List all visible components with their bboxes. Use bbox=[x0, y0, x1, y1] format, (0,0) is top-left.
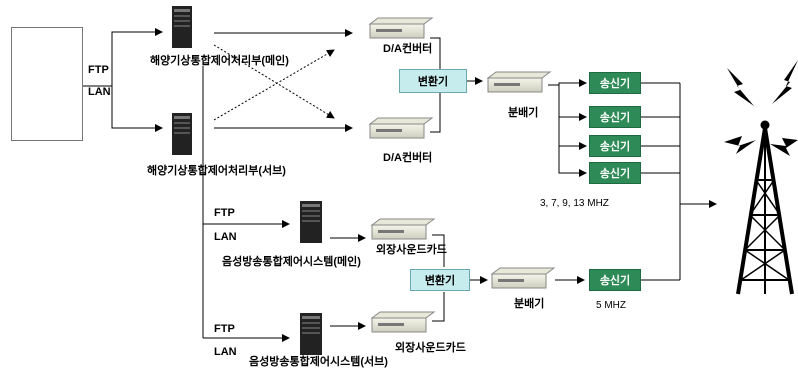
sound-card-label-top: 외장사운드카드 bbox=[376, 244, 447, 256]
voice-main-label: 음성방송통합제어시스템(메인) bbox=[222, 256, 361, 268]
rack-device-icon bbox=[368, 17, 434, 39]
frequency-single-label: 5 MHZ bbox=[596, 300, 626, 311]
da-converter-label-bottom: D/A컨버터 bbox=[383, 152, 433, 164]
lightning-bolt-icon bbox=[724, 60, 798, 156]
control-sub-label: 해양기상통합제어처리부(서브) bbox=[147, 165, 286, 177]
transmitter-box-1: 송신기 bbox=[589, 72, 641, 94]
transmitter-box-2: 송신기 bbox=[589, 106, 641, 128]
switcher-box-bottom: 변환기 bbox=[410, 269, 470, 291]
rack-device-icon bbox=[370, 218, 436, 240]
source-system-box bbox=[11, 27, 83, 141]
da-converter-label-top: D/A컨버터 bbox=[383, 43, 433, 55]
sound-card-label-bottom: 외장사운드카드 bbox=[395, 342, 466, 354]
server-icon bbox=[172, 113, 192, 155]
transmitter-box-5: 송신기 bbox=[589, 269, 641, 291]
transmitter-box-4: 송신기 bbox=[589, 162, 641, 184]
ftp-label: FTP bbox=[88, 64, 109, 76]
lan-label-voice-main: LAN bbox=[214, 231, 237, 243]
rack-device-icon bbox=[486, 71, 552, 93]
radio-tower-icon bbox=[736, 120, 794, 295]
rack-device-icon bbox=[490, 267, 556, 289]
transmitter-box-3: 송신기 bbox=[589, 135, 641, 157]
server-icon bbox=[300, 201, 322, 243]
lan-label: LAN bbox=[88, 86, 111, 98]
switcher-box-top: 변환기 bbox=[399, 69, 467, 93]
voice-sub-label: 음성방송통합제어시스템(서브) bbox=[249, 356, 388, 368]
rack-device-icon bbox=[370, 311, 436, 333]
frequency-multi-label: 3, 7, 9, 13 MHZ bbox=[540, 198, 609, 209]
rack-device-icon bbox=[368, 117, 434, 139]
distributor-label-bottom: 분배기 bbox=[514, 298, 545, 310]
lan-label-voice-sub: LAN bbox=[214, 346, 237, 358]
server-icon bbox=[172, 6, 192, 48]
ftp-label-voice-main: FTP bbox=[214, 207, 235, 219]
control-main-label: 해양기상통합제어처리부(메인) bbox=[150, 55, 289, 67]
server-icon bbox=[300, 313, 322, 355]
ftp-label-voice-sub: FTP bbox=[214, 323, 235, 335]
distributor-label-top: 분배기 bbox=[508, 107, 539, 119]
